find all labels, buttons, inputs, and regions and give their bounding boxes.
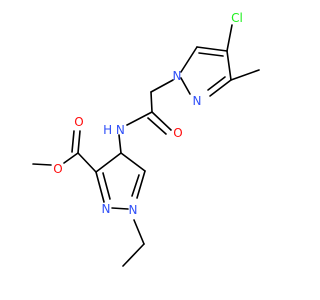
atom-labels: Cl N N H N O O O N N — [53, 11, 243, 217]
bond-n1-ethyl-ch2 — [133, 219, 145, 245]
nitrogen-atom-label-pyrazole-2-n2: N — [102, 202, 111, 216]
bond-c4-c5 — [120, 152, 146, 172]
amide-nitrogen-label: H N — [103, 123, 125, 137]
bond-n2-n1 — [180, 77, 191, 95]
bond-n1-ch2 — [150, 79, 174, 93]
bond-c3-n2-double — [207, 76, 226, 91]
bond-oether-methyl — [32, 163, 52, 166]
bond-ch2-co — [150, 91, 153, 113]
bond-c5-n1-double — [131, 174, 140, 197]
bond-c3-c4 — [95, 152, 122, 173]
amide-oxygen-label: O — [173, 126, 182, 140]
bond-ethyl-ch2-ch3 — [122, 243, 145, 267]
bond-ester-c-oether — [63, 152, 79, 164]
bond-c5-n1 — [136, 170, 146, 199]
molecule-structure: Cl N N H N O O O N N — [0, 0, 300, 300]
bond-c3-ester-c — [77, 152, 97, 173]
bond-nh-c4ring — [118, 134, 122, 154]
background — [0, 0, 300, 300]
bond-c4-cl — [226, 24, 233, 52]
ester-ether-oxygen-label: O — [53, 162, 62, 176]
bond-co-o — [151, 111, 172, 131]
ester-carbonyl-oxygen-label: O — [74, 115, 83, 129]
bond-c3-n2 — [209, 79, 232, 97]
bond-c5-c4-double — [198, 52, 224, 57]
chlorine-atom-label: Cl — [231, 11, 243, 25]
nitrogen-atom-label-pyrazole-2-n1: N — [129, 203, 138, 217]
bond-n1-n2 — [111, 207, 129, 210]
bond-n2-c3-double — [102, 172, 111, 200]
bond-n2-c3 — [95, 171, 105, 203]
nitrogen-atom-label-pyrazole-1-n1: N — [173, 69, 182, 83]
bond-n1-c5 — [180, 46, 198, 73]
bond-ester-c-o — [77, 130, 81, 154]
bond-ester-c-o-double — [71, 130, 75, 153]
bond-c5-c4 — [196, 46, 228, 52]
bond-co-nh — [126, 111, 153, 126]
bond-c4-c3 — [226, 50, 232, 81]
bond-co-o-double — [147, 117, 167, 135]
nitrogen-atom-label-pyrazole-1-n2: N — [193, 94, 202, 108]
bonds — [32, 24, 260, 267]
bond-c3-methyl — [230, 69, 260, 81]
